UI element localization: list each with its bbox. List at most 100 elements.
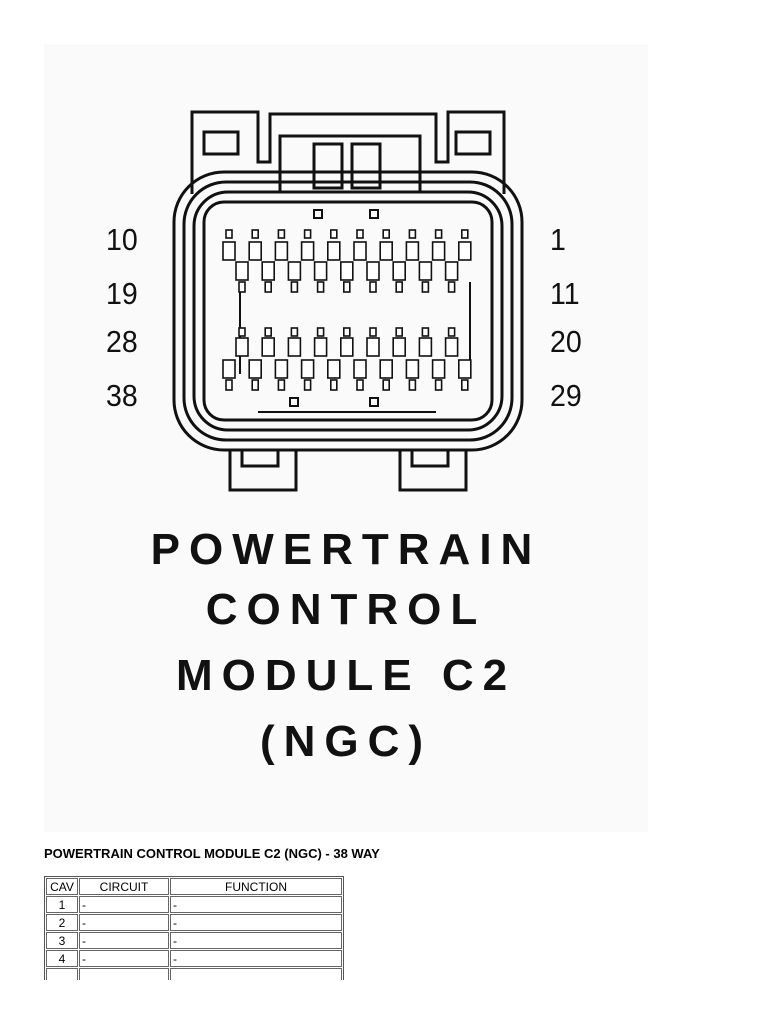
terminal-tip (434, 379, 443, 391)
terminal-tip (251, 379, 259, 391)
terminal-tip (290, 281, 299, 293)
table-row: 1 - - (46, 896, 342, 913)
terminal-cavity (300, 359, 315, 379)
terminal-cavity (248, 241, 262, 261)
table-heading: POWERTRAIN CONTROL MODULE C2 (NGC) - 38 … (44, 846, 380, 861)
pin-label-20: 20 (550, 324, 582, 359)
terminal-tip (316, 327, 325, 337)
terminal-cavity (418, 337, 433, 357)
cell-cav: 4 (46, 950, 78, 967)
terminal-tip (447, 281, 456, 293)
terminal-cavity (326, 359, 341, 379)
terminal-cavity (366, 337, 380, 357)
header-function: FUNCTION (170, 878, 342, 895)
terminal-cavity (379, 359, 394, 379)
connector-title-line-4: (NGC) (259, 717, 433, 766)
terminal-tip (421, 281, 430, 293)
terminal-tip (408, 379, 417, 391)
terminal-cavity (248, 359, 262, 379)
terminal-tip (342, 281, 351, 293)
terminal-cavity (431, 241, 446, 261)
terminal-cavity (287, 261, 302, 281)
terminal-tip (356, 379, 364, 391)
table-row: 4 - - (46, 950, 342, 967)
terminal-tip (382, 379, 391, 391)
table-row: 2 - - (46, 914, 342, 931)
terminal-tip (342, 327, 351, 337)
terminal-tip (225, 379, 233, 391)
cell-function: - (170, 896, 342, 913)
terminal-cavity (379, 241, 394, 261)
terminal-tip (460, 379, 469, 391)
terminal-tip (421, 327, 430, 337)
connector-title-line-2: CONTROL (205, 585, 487, 634)
header-circuit: CIRCUIT (79, 878, 169, 895)
pin-label-11: 11 (550, 276, 580, 311)
terminal-tip (408, 229, 417, 239)
terminal-tip (369, 327, 377, 337)
terminal-tip (395, 281, 404, 293)
pinout-table: CAV CIRCUIT FUNCTION 1 - - 2 - - 3 - - 4… (44, 876, 344, 987)
terminal-tip (369, 281, 377, 293)
cell-cav: 2 (46, 914, 78, 931)
terminal-cavity (326, 241, 341, 261)
terminal-cavity (287, 337, 302, 357)
pin-label-19: 19 (106, 276, 138, 311)
terminal-tip (277, 379, 286, 391)
terminal-tip (329, 379, 338, 391)
terminal-cavity (353, 359, 367, 379)
terminal-cavity (418, 261, 433, 281)
cell-function: - (170, 950, 342, 967)
connector-title-line-3: MODULE C2 (175, 651, 517, 700)
terminal-cavity (274, 359, 289, 379)
terminal-tip (356, 229, 364, 239)
pin-label-10: 10 (106, 222, 138, 257)
terminal-cavity (339, 337, 354, 357)
terminal-cavity (444, 261, 459, 281)
terminal-tip (382, 229, 391, 239)
table-row: 3 - - (46, 932, 342, 949)
terminal-tip (238, 327, 246, 337)
terminal-cavity (392, 261, 407, 281)
terminal-cavity (366, 261, 380, 281)
terminal-cavity (405, 241, 420, 261)
terminal-tip (447, 327, 456, 337)
terminal-cavity (274, 241, 289, 261)
terminal-tip (395, 327, 404, 337)
terminal-cavity (405, 359, 420, 379)
table-header-row: CAV CIRCUIT FUNCTION (46, 878, 342, 895)
pin-label-1: 1 (550, 222, 566, 257)
terminal-cavity (261, 337, 275, 357)
terminal-cavity (339, 261, 354, 281)
cell-function: - (170, 932, 342, 949)
cell-circuit: - (79, 950, 169, 967)
terminal-tip (329, 229, 338, 239)
terminal-cavity (392, 337, 407, 357)
terminal-cavity (444, 337, 459, 357)
pin-label-29: 29 (550, 378, 582, 413)
terminal-tip (316, 281, 325, 293)
terminal-cavity (235, 261, 249, 281)
terminal-cavity (431, 359, 446, 379)
connector-figure: 10 19 28 38 1 11 20 29 POWERTRAIN CONTRO… (44, 44, 648, 832)
terminal-cavity (261, 261, 275, 281)
terminal-cavity (353, 241, 367, 261)
cell-circuit: - (79, 914, 169, 931)
connector-drawing (172, 110, 524, 492)
terminal-tip (264, 327, 272, 337)
terminal-tip (460, 229, 469, 239)
terminal-tip (277, 229, 286, 239)
terminal-cavity (222, 359, 236, 379)
terminal-tip (303, 379, 312, 391)
pin-label-28: 28 (106, 324, 138, 359)
terminal-tip (290, 327, 299, 337)
cell-cav: 1 (46, 896, 78, 913)
pin-label-38: 38 (106, 378, 138, 413)
connector-title-line-1: POWERTRAIN (150, 525, 542, 574)
cell-circuit: - (79, 896, 169, 913)
terminal-tip (264, 281, 272, 293)
terminal-cavity (300, 241, 315, 261)
terminal-cavity (457, 241, 472, 261)
terminal-cavity (313, 261, 328, 281)
terminal-tip (434, 229, 443, 239)
